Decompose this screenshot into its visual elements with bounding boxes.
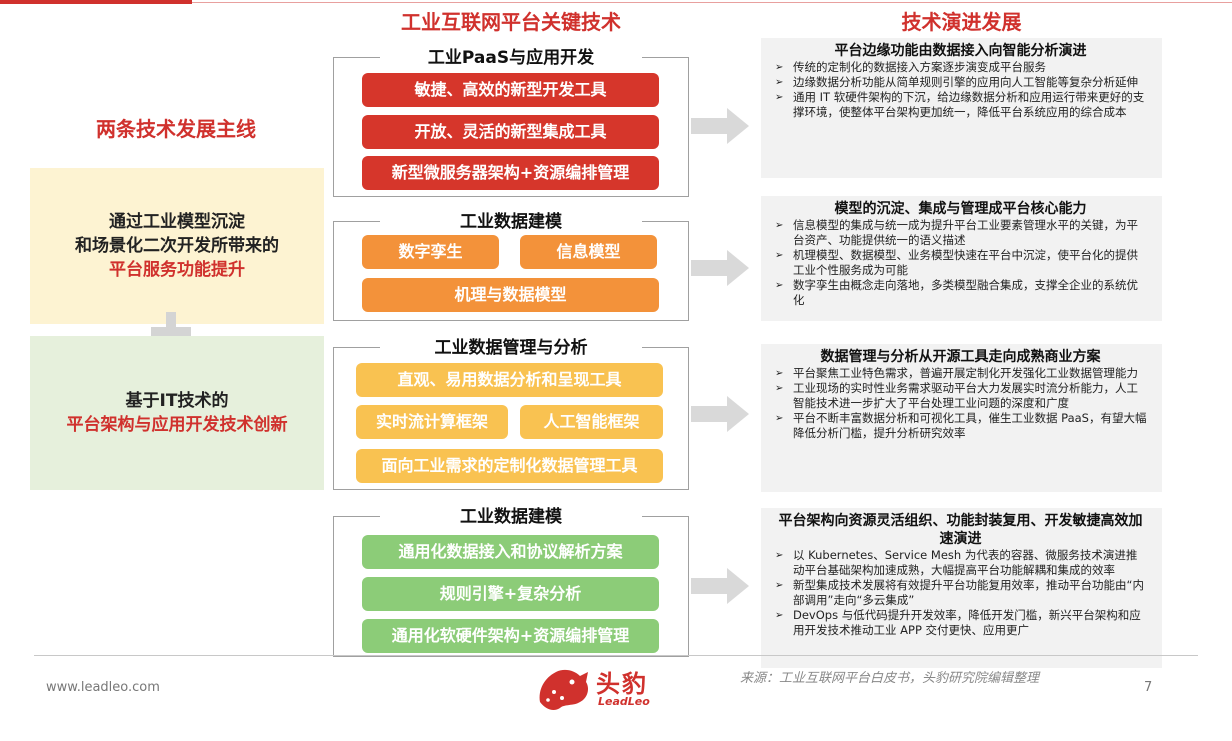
mainline-box-service: 通过工业模型沉淀 和场景化二次开发所带来的 平台服务功能提升 — [30, 168, 324, 324]
tech-item: 面向工业需求的定制化数据管理工具 — [356, 449, 663, 483]
top-accent-bar — [0, 0, 192, 4]
evolution-title: 平台边缘功能由数据接入向智能分析演进 — [834, 43, 1087, 59]
evolution-box-model: 模型的沉淀、集成与管理成平台核心能力 信息模型的集成与统一成为提升平台工业要素管… — [761, 196, 1162, 321]
arrow-right-icon — [691, 250, 749, 286]
source-note: 来源：工业互联网平台白皮书，头豹研究院编辑整理 — [740, 671, 1040, 686]
tech-item: 通用化软硬件架构+资源编排管理 — [362, 619, 659, 653]
right-column-title: 技术演进发展 — [901, 10, 1022, 34]
leadleo-logo: 头豹 LeadLeo — [534, 662, 694, 714]
mainline-highlight-2: 平台架构与应用开发技术创新 — [66, 415, 288, 435]
tech-item: 人工智能框架 — [520, 405, 663, 439]
footer-url[interactable]: www.leadleo.com — [46, 680, 160, 695]
evolution-point: 传统的定制化的数据接入方案逐步演变成平台服务 — [773, 60, 1148, 75]
logo-subtext: LeadLeo — [598, 695, 650, 708]
tech-item: 信息模型 — [520, 235, 657, 269]
evolution-point: 新型集成技术发展将有效提升平台功能复用效率，推动平台功能由“内部调用”走向“多云… — [773, 578, 1148, 608]
evolution-box-data: 数据管理与分析从开源工具走向成熟商业方案 平台聚焦工业特色需求，普遍开展定制化开… — [761, 344, 1162, 492]
arrow-right-icon — [691, 568, 749, 604]
arrow-right-icon — [691, 396, 749, 432]
top-rule — [192, 2, 1232, 3]
tech-group-title: 工业数据管理与分析 — [380, 336, 642, 360]
tech-item: 机理与数据模型 — [362, 278, 659, 312]
plus-icon — [151, 312, 191, 352]
tech-group-title: 工业数据建模 — [380, 210, 642, 234]
evolution-point: 平台聚焦工业特色需求，普遍开展定制化开发强化工业数据管理能力 — [773, 366, 1148, 381]
mainline-box-architecture: 基于IT技术的 平台架构与应用开发技术创新 — [30, 336, 324, 490]
evolution-point: 数字孪生由概念走向落地，多类模型融合集成，支撑全企业的系统优化 — [773, 278, 1148, 308]
tech-item: 规则引擎+复杂分析 — [362, 577, 659, 611]
tech-item: 敏捷、高效的新型开发工具 — [362, 73, 659, 107]
evolution-point: 以 Kubernetes、Service Mesh 为代表的容器、微服务技术演进… — [773, 548, 1148, 578]
arrow-right-icon — [691, 108, 749, 144]
evolution-point: 边缘数据分析功能从简单规则引擎的应用向人工智能等复杂分析延伸 — [773, 75, 1148, 90]
tech-item: 数字孪生 — [362, 235, 499, 269]
evolution-title: 模型的沉淀、集成与管理成平台核心能力 — [834, 201, 1087, 217]
evolution-title: 数据管理与分析从开源工具走向成熟商业方案 — [820, 349, 1101, 365]
mainline-text-1: 通过工业模型沉淀 — [109, 212, 245, 232]
evolution-title: 平台架构向资源灵活组织、功能封装复用、开发敏捷高效加速演进 — [778, 513, 1143, 547]
leopard-icon — [539, 669, 588, 710]
evolution-point: DevOps 与低代码提升开发效率，降低开发门槛，新兴平台架构和应用开发技术推动… — [773, 608, 1148, 638]
footer-rule — [34, 655, 1198, 656]
tech-item: 开放、灵活的新型集成工具 — [362, 115, 659, 149]
evolution-point: 平台不断丰富数据分析和可视化工具，催生工业数据 PaaS，有望大幅降低分析门槛，… — [773, 411, 1148, 441]
tech-group-title: 工业PaaS与应用开发 — [380, 46, 642, 70]
evolution-point: 机理模型、数据模型、业务模型快速在平台中沉淀，使平台化的提供工业个性服务成为可能 — [773, 248, 1148, 278]
evolution-point: 信息模型的集成与统一成为提升平台工业要素管理水平的关键，为平台资产、功能提供统一… — [773, 218, 1148, 248]
mainline-highlight-1: 平台服务功能提升 — [109, 260, 245, 280]
mainline-text-2: 和场景化二次开发所带来的 — [75, 236, 279, 256]
tech-group-title: 工业数据建模 — [380, 505, 642, 529]
tech-item: 新型微服务器架构+资源编排管理 — [362, 156, 659, 190]
tech-item: 直观、易用数据分析和呈现工具 — [356, 363, 663, 397]
logo-text: 头豹 — [596, 670, 648, 698]
tech-item: 实时流计算框架 — [356, 405, 508, 439]
tech-item: 通用化数据接入和协议解析方案 — [362, 535, 659, 569]
evolution-point: 通用 IT 软硬件架构的下沉，给边缘数据分析和应用运行带来更好的支撑环境，使整体… — [773, 90, 1148, 120]
left-heading: 两条技术发展主线 — [96, 117, 256, 141]
evolution-box-edge: 平台边缘功能由数据接入向智能分析演进 传统的定制化的数据接入方案逐步演变成平台服… — [761, 38, 1162, 178]
evolution-point: 工业现场的实时性业务需求驱动平台大力发展实时流分析能力，人工智能技术进一步扩大了… — [773, 381, 1148, 411]
evolution-box-architecture: 平台架构向资源灵活组织、功能封装复用、开发敏捷高效加速演进 以 Kubernet… — [761, 508, 1162, 668]
mainline-text-3: 基于IT技术的 — [125, 391, 229, 411]
page-number: 7 — [1144, 680, 1153, 695]
middle-column-title: 工业互联网平台关键技术 — [401, 10, 621, 34]
